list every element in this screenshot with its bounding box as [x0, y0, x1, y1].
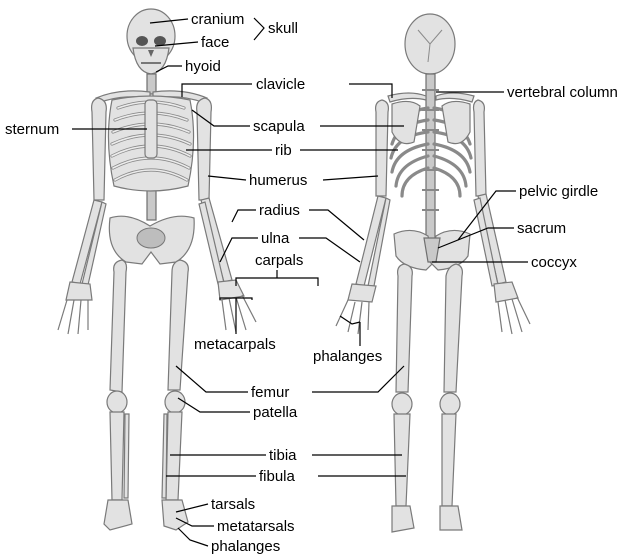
front-foot-right-shape — [162, 500, 188, 530]
label-humerus: humerus — [248, 172, 308, 189]
front-pelvis-opening — [137, 228, 165, 248]
front-humerus-right-shape — [197, 98, 212, 200]
back-foot-right-shape — [440, 506, 462, 530]
label-sacrum: sacrum — [516, 220, 567, 237]
back-tibia-left-shape — [394, 414, 410, 506]
label-tarsals: tarsals — [210, 496, 256, 513]
label-fibula: fibula — [258, 468, 296, 485]
label-face: face — [200, 34, 230, 51]
back-shoulder-left-shape — [388, 93, 426, 102]
front-patella-right-shape — [165, 391, 185, 413]
label-ulna: ulna — [260, 230, 290, 247]
front-tibia-left-shape — [110, 412, 124, 500]
back-hand-left-shape — [336, 284, 376, 334]
back-spine-shape — [422, 74, 439, 254]
label-skull: skull — [267, 20, 299, 37]
label-cranium: cranium — [190, 11, 245, 28]
back-foot-left-shape — [392, 506, 414, 532]
front-skull-shape — [127, 9, 175, 74]
label-carpals: carpals — [254, 252, 304, 269]
label-tibia: tibia — [268, 447, 298, 464]
back-femur-left-shape — [396, 264, 412, 392]
back-humerus-left-shape — [376, 100, 389, 196]
back-knee-right-shape — [440, 393, 460, 415]
label-phalanges-hand: phalanges — [312, 348, 383, 365]
label-metatarsals: metatarsals — [216, 518, 296, 535]
front-femur-left-shape — [110, 260, 127, 392]
back-knee-left-shape — [392, 393, 412, 415]
front-fibula-right-shape — [162, 414, 167, 498]
front-humerus-left-shape — [92, 98, 107, 200]
label-radius: radius — [258, 202, 301, 219]
back-hand-right-shape — [494, 282, 530, 334]
back-shoulder-right-shape — [436, 93, 474, 102]
front-ribcage-shape — [108, 96, 193, 191]
label-clavicle: clavicle — [255, 76, 306, 93]
front-tibia-right-shape — [166, 412, 182, 500]
front-foot-left-shape — [104, 500, 132, 530]
back-humerus-right-shape — [474, 100, 487, 196]
front-femur-right-shape — [168, 260, 188, 390]
label-coccyx: coccyx — [530, 254, 578, 271]
label-hyoid: hyoid — [184, 58, 222, 75]
label-phalanges-foot: phalanges — [210, 538, 281, 555]
front-skeleton — [58, 9, 256, 530]
label-sternum: sternum — [4, 121, 60, 138]
front-neck-shape — [147, 74, 156, 94]
label-vertebral-column: vertebral column — [506, 84, 619, 101]
front-hand-right-shape — [218, 280, 256, 332]
back-tibia-right-shape — [442, 414, 456, 506]
label-metacarpals: metacarpals — [193, 336, 277, 353]
label-scapula: scapula — [252, 118, 306, 135]
label-patella: patella — [252, 404, 298, 421]
label-rib: rib — [274, 142, 293, 159]
front-patella-left-shape — [107, 391, 127, 413]
back-scapula-right-shape — [442, 101, 470, 143]
front-fibula-left-shape — [124, 414, 129, 498]
label-femur: femur — [250, 384, 290, 401]
back-scapula-left-shape — [392, 101, 420, 143]
back-femur-right-shape — [444, 264, 462, 392]
front-hand-left-shape — [58, 282, 92, 334]
label-pelvic-girdle: pelvic girdle — [518, 183, 599, 200]
